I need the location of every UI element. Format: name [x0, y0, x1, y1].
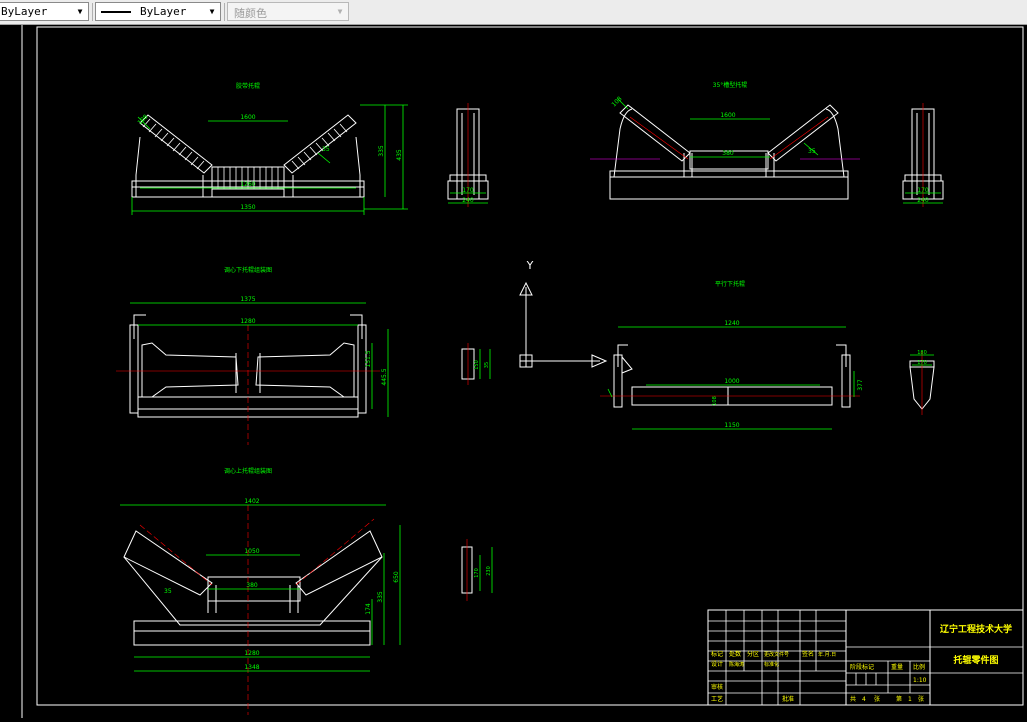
title-block-label: 阶段标记 [850, 663, 874, 671]
dim-text: 1000 [724, 378, 739, 385]
title-block-label: 设计 [711, 660, 723, 668]
dim-text: 240 [462, 197, 474, 204]
dim-text: 170 [474, 568, 480, 578]
view1-troughed-idler: 胶带托辊 [131, 82, 408, 215]
title-block-label: 分区 [747, 650, 759, 658]
view5-side-view: 170 230 [461, 539, 493, 601]
dim-text: 170 [917, 187, 929, 194]
layer-dropdown-value: ByLayer [1, 5, 48, 18]
title-block: 标记 处数 分区 更改文件号 签名 年.月.日 设计 陈海涛 标准化 阶段标记 … [707, 609, 1024, 706]
dim-text: 230 [486, 566, 492, 576]
view3-title: 调心下托辊组装图 [224, 266, 272, 274]
chevron-down-icon[interactable]: ▼ [209, 7, 215, 16]
title-block-drawing-name: 托辊零件图 [953, 654, 998, 666]
view2-side-view: 170 240 [902, 103, 944, 207]
view3-side-view: 150 35 [461, 343, 491, 385]
dim-text: 445.5 [381, 368, 388, 385]
dim-text: 1600 [240, 114, 255, 121]
title-block-label: 签名 [802, 650, 814, 658]
dim-text: 1350 [240, 204, 255, 211]
sheet-inner-border [36, 26, 1024, 706]
color-dropdown-value: 随颜色 [234, 7, 267, 20]
cad-drawing: 胶带托辊 [21, 25, 1024, 718]
dim-text: 170 [917, 360, 927, 366]
properties-toolbar: ByLayer ▼ ByLayer ▼ 随颜色 ▼ [0, 0, 1027, 25]
dim-text: 108 [610, 95, 623, 108]
title-block-label: 年.月.日 [818, 651, 836, 658]
title-block-label: 标记 [711, 650, 723, 658]
dim-text: 35 [808, 148, 816, 155]
linetype-dropdown[interactable]: ByLayer ▼ [95, 2, 221, 21]
layer-dropdown[interactable]: ByLayer ▼ [0, 2, 89, 21]
title-block-label: 第 [896, 695, 902, 703]
title-block-label: 比例 [913, 663, 925, 671]
dim-text: 1280 [244, 650, 259, 657]
linetype-preview-icon [101, 11, 131, 13]
dim-text: 435 [396, 149, 403, 161]
title-block-scale: 1:10 [913, 677, 927, 684]
title-block-label: 批准 [782, 695, 794, 703]
dim-text: 151.5 [365, 350, 372, 367]
dim-text: 650 [393, 571, 400, 583]
dim-text: 174 [365, 603, 372, 615]
view2-35deg-trough: 35°槽型托辊 1600 380 108 35 [590, 81, 860, 200]
dim-text: 335 [377, 591, 384, 603]
title-block-label: 审核 [711, 683, 723, 691]
dim-text: 377 [857, 379, 864, 391]
dim-text: 1280 [240, 318, 255, 325]
title-block-label: 张 [874, 695, 880, 703]
chevron-down-icon[interactable]: ▼ [77, 7, 83, 16]
dim-text: 1600 [720, 112, 735, 119]
dim-text: 380 [722, 150, 734, 157]
title-block-label: 共 [850, 695, 856, 703]
dim-text: 1375 [240, 296, 255, 303]
dim-text: 1240 [724, 320, 739, 327]
color-dropdown[interactable]: 随颜色 ▼ [227, 2, 349, 21]
view2-title: 35°槽型托辊 [713, 81, 748, 89]
view4-side-view: 180 170 [909, 350, 935, 415]
view1-title: 胶带托辊 [236, 82, 260, 90]
title-block-value: 4 [862, 696, 866, 703]
dim-text: 240 [917, 197, 929, 204]
dim-text: 108 [712, 396, 718, 406]
chevron-down-icon[interactable]: ▼ [337, 7, 343, 16]
view5-title: 调心上托辊组装图 [224, 467, 272, 475]
dim-text: 35 [322, 146, 330, 153]
toolbar-separator [224, 3, 225, 21]
title-block-school: 辽宁工程技术大学 [940, 623, 1012, 635]
dim-text: 335 [378, 145, 385, 157]
title-block-label: 张 [918, 695, 924, 703]
dim-text: 150 [474, 360, 480, 370]
dim-text: 170 [462, 187, 474, 194]
dim-text: 1348 [244, 664, 259, 671]
title-block-label: 工艺 [711, 695, 723, 703]
title-block-label: 标准化 [764, 661, 779, 668]
view3-self-aligning-lower: 调心下托辊组装图 1375 1280 151.5 445.5 [116, 266, 389, 445]
title-block-label: 更改文件号 [764, 651, 789, 658]
view5-self-aligning-upper: 调心上托辊组装图 1402 1050 380 1280 1348 650 335… [120, 467, 401, 715]
dim-text: 1050 [244, 548, 259, 555]
toolbar-separator [92, 3, 93, 21]
view1-side-view: 170 240 [447, 103, 489, 207]
linetype-dropdown-value: ByLayer [140, 5, 187, 18]
view4-flat-lower: 平行下托辊 1240 1000 1150 377 108 [600, 280, 864, 430]
title-block-value: 1 [908, 696, 912, 703]
dim-text: 35 [484, 362, 490, 368]
dim-text: 380 [246, 582, 258, 589]
drawing-canvas[interactable]: 胶带托辊 [0, 25, 1027, 718]
ucs-y-label: Y [526, 259, 534, 272]
title-block-designer: 陈海涛 [729, 661, 744, 668]
dim-text: 180 [917, 350, 927, 356]
title-block-label: 重量 [891, 663, 903, 671]
dim-text: 35 [164, 588, 172, 595]
dim-text: 1260 [240, 181, 255, 188]
ucs-icon: Y [519, 259, 608, 368]
dim-text: 1402 [244, 498, 259, 505]
dim-text: 1150 [724, 422, 739, 429]
title-block-label: 处数 [729, 650, 741, 658]
view4-title: 平行下托辊 [715, 280, 745, 288]
